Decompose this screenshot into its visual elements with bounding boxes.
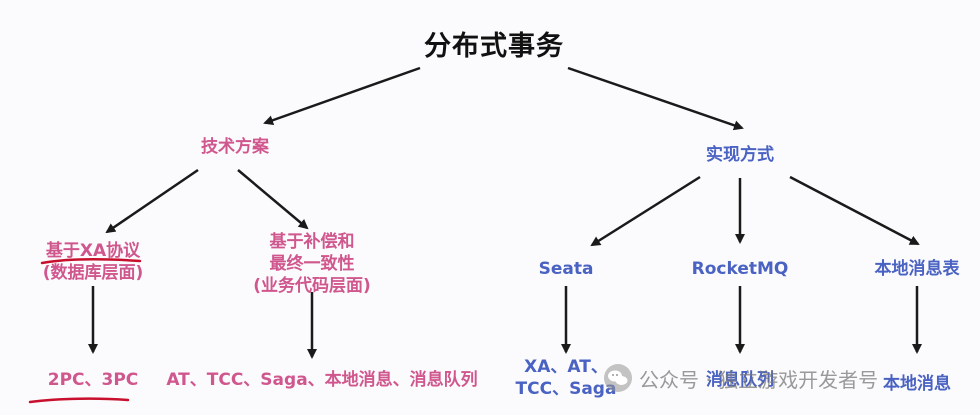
rocketmq-node: RocketMQ (691, 259, 789, 279)
arrow-root-to-impl (567, 66, 744, 131)
seata-node: Seata (538, 259, 594, 279)
arrow-impl-to-seata (590, 175, 701, 247)
arrow-tech-to-comp (237, 169, 309, 230)
comp-line3: (业务代码层面) (253, 276, 371, 296)
arrow-impl-to-local (789, 175, 920, 246)
comp-line1: 基于补偿和 (269, 232, 355, 252)
seata-leaf-node: XA、AT、 TCC、Saga (508, 356, 624, 400)
seata-leaf-line2: TCC、Saga (515, 379, 617, 399)
impl-method-node: 实现方式 (706, 145, 774, 165)
underline-xa (40, 258, 142, 265)
local-message-table-node: 本地消息表 (874, 259, 960, 279)
watermark-text: 公众号 · 独立游戏开发者号 (639, 367, 879, 392)
xa-leaf-node: 2PC、3PC (47, 370, 139, 390)
wechat-icon (604, 364, 632, 392)
underline-2pc (28, 397, 130, 404)
compensation-node: 基于补偿和 最终一致性 (业务代码层面) (242, 231, 382, 297)
comp-leaf-node: AT、TCC、Saga、本地消息、消息队列 (166, 370, 478, 390)
local-message-leaf-node: 本地消息 (883, 374, 951, 394)
watermark: 公众号 · 独立游戏开发者号 (603, 362, 878, 394)
seata-leaf-line1: XA、AT、 (524, 357, 608, 377)
arrow-root-to-tech (263, 66, 421, 126)
root-node: 分布式事务 (424, 31, 564, 62)
xa-protocol-node: 基于XA协议 (数据库层面) (28, 240, 158, 284)
comp-line2: 最终一致性 (269, 254, 355, 274)
rocketmq-leaf-node: 消息队列 (706, 370, 774, 390)
tech-plan-node: 技术方案 (201, 137, 269, 157)
arrow-tech-to-xa (105, 168, 199, 234)
xa-subtitle: (数据库层面) (42, 263, 144, 283)
xa-title: 基于XA协议 (45, 241, 141, 261)
